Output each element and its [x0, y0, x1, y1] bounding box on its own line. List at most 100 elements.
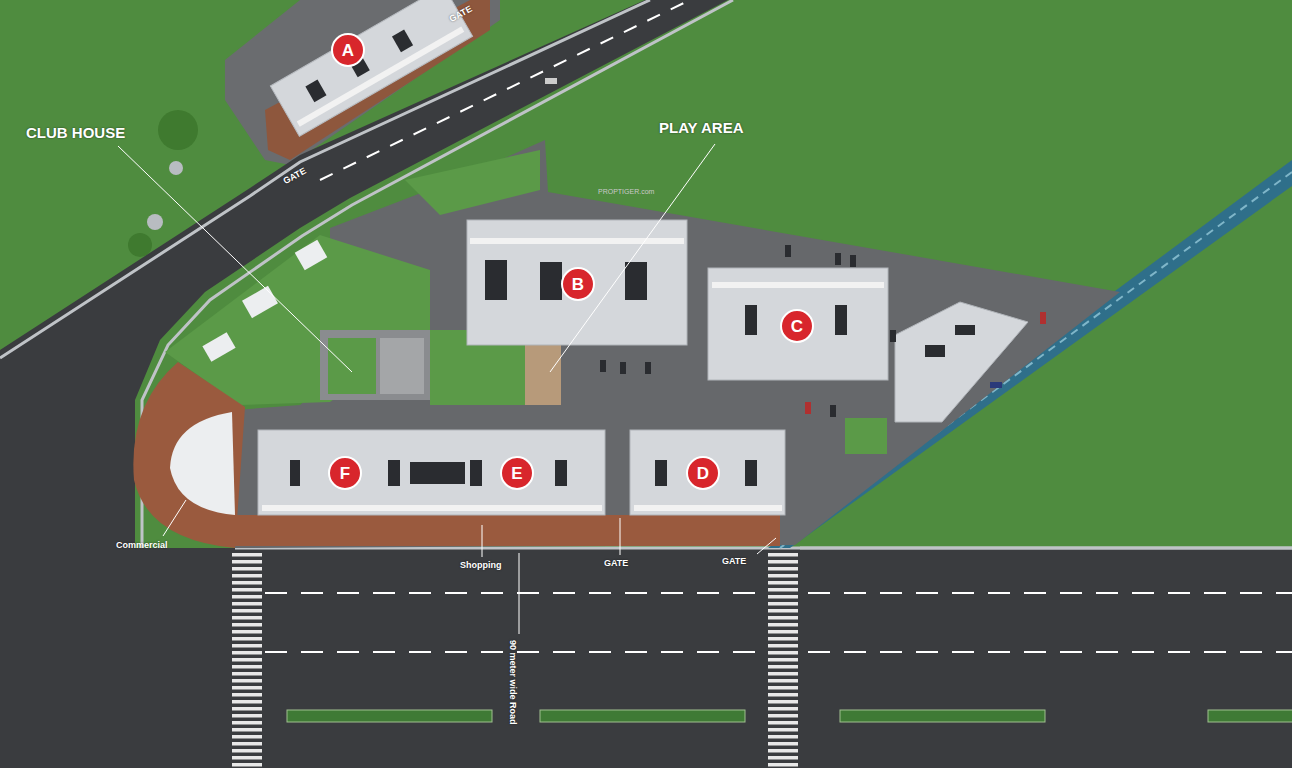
map-shape [410, 462, 465, 484]
map-label: PROPTIGER.com [598, 188, 654, 196]
map-label: Shopping [460, 561, 502, 571]
building-marker: A [331, 33, 365, 67]
map-shape [890, 330, 896, 342]
map-label: GATE [722, 557, 746, 567]
map-shape [600, 360, 606, 372]
map-label: Commercial [116, 541, 168, 551]
building-letter: E [511, 465, 522, 482]
map-shape [320, 0, 690, 180]
building-letter: B [572, 276, 584, 293]
map-shape [380, 338, 424, 394]
map-shape [525, 345, 561, 405]
map-shape [1040, 312, 1046, 324]
building-letter: F [340, 465, 350, 482]
map-shape [169, 161, 183, 175]
map-shape [830, 405, 836, 417]
map-shape [470, 460, 482, 486]
cars [545, 78, 1046, 417]
main-road [0, 548, 1292, 768]
map-shape [990, 382, 1002, 388]
map-shape [800, 547, 1292, 550]
map-shape [235, 515, 780, 546]
building-letter: A [342, 42, 354, 59]
map-shape [328, 338, 376, 394]
map-shape [620, 518, 621, 555]
map-shape [265, 592, 762, 594]
map-shape [388, 460, 400, 486]
map-shape [1208, 710, 1292, 722]
map-shape [545, 78, 557, 84]
map-shape [805, 402, 811, 414]
map-shape [757, 538, 776, 554]
map-shape [540, 710, 745, 722]
map-shape [320, 330, 430, 400]
map-shape [895, 302, 1028, 422]
building-marker: D [686, 456, 720, 490]
map-shape [147, 214, 163, 230]
leader-lines [118, 144, 776, 634]
map-shape [128, 233, 152, 257]
map-shape [158, 110, 198, 150]
map-shape [708, 268, 888, 380]
map-shape [235, 140, 1120, 548]
map-shape [835, 253, 841, 265]
map-shape [550, 144, 715, 372]
site-ground [133, 140, 1120, 548]
map-shape [808, 651, 1292, 653]
map-shape [118, 146, 352, 372]
map-label: PLAY AREA [659, 120, 743, 137]
map-shape [170, 412, 235, 515]
buildings [258, 220, 1028, 515]
building-letter: D [697, 465, 709, 482]
map-shape [645, 362, 651, 374]
map-shape [258, 430, 605, 515]
map-shape [202, 332, 235, 362]
map-shape [630, 430, 785, 515]
map-shape [785, 245, 791, 257]
map-shape [634, 505, 782, 511]
map-shape [262, 505, 602, 511]
building-marker: E [500, 456, 534, 490]
map-shape [405, 150, 540, 215]
map-shape [655, 460, 667, 486]
map-shape [163, 500, 186, 536]
map-shape [470, 238, 684, 244]
map-shape [625, 262, 647, 300]
map-shape [840, 710, 1045, 722]
map-shape [287, 710, 492, 722]
building-marker: C [780, 309, 814, 343]
map-shape [232, 552, 262, 768]
map-shape [242, 286, 278, 318]
map-shape [768, 552, 798, 768]
map-shape [835, 305, 847, 335]
map-shape [540, 262, 562, 300]
map-shape [845, 418, 887, 454]
map-shape [745, 460, 757, 486]
map-shape [925, 345, 945, 357]
map-shape [712, 282, 884, 288]
map-shape [745, 305, 757, 335]
building-letter: C [791, 318, 803, 335]
map-shape [955, 325, 975, 335]
map-shape [482, 525, 483, 557]
map-shape [519, 553, 520, 634]
building-marker: B [561, 267, 595, 301]
map-label: 90 meter wide Road [507, 640, 517, 725]
map-shape [0, 548, 1292, 768]
map-shape [295, 240, 328, 270]
map-shape [305, 80, 326, 103]
building-marker: F [328, 456, 362, 490]
map-label: GATE [604, 559, 628, 569]
map-shape [290, 460, 300, 486]
map-shape [808, 592, 1292, 594]
map-shape [133, 362, 245, 548]
map-shape [392, 30, 413, 53]
map-shape [467, 220, 687, 345]
map-shape [850, 255, 856, 267]
map-shape [555, 460, 567, 486]
map-shape [620, 362, 626, 374]
map-label: CLUB HOUSE [26, 125, 125, 142]
map-shape [485, 260, 507, 300]
